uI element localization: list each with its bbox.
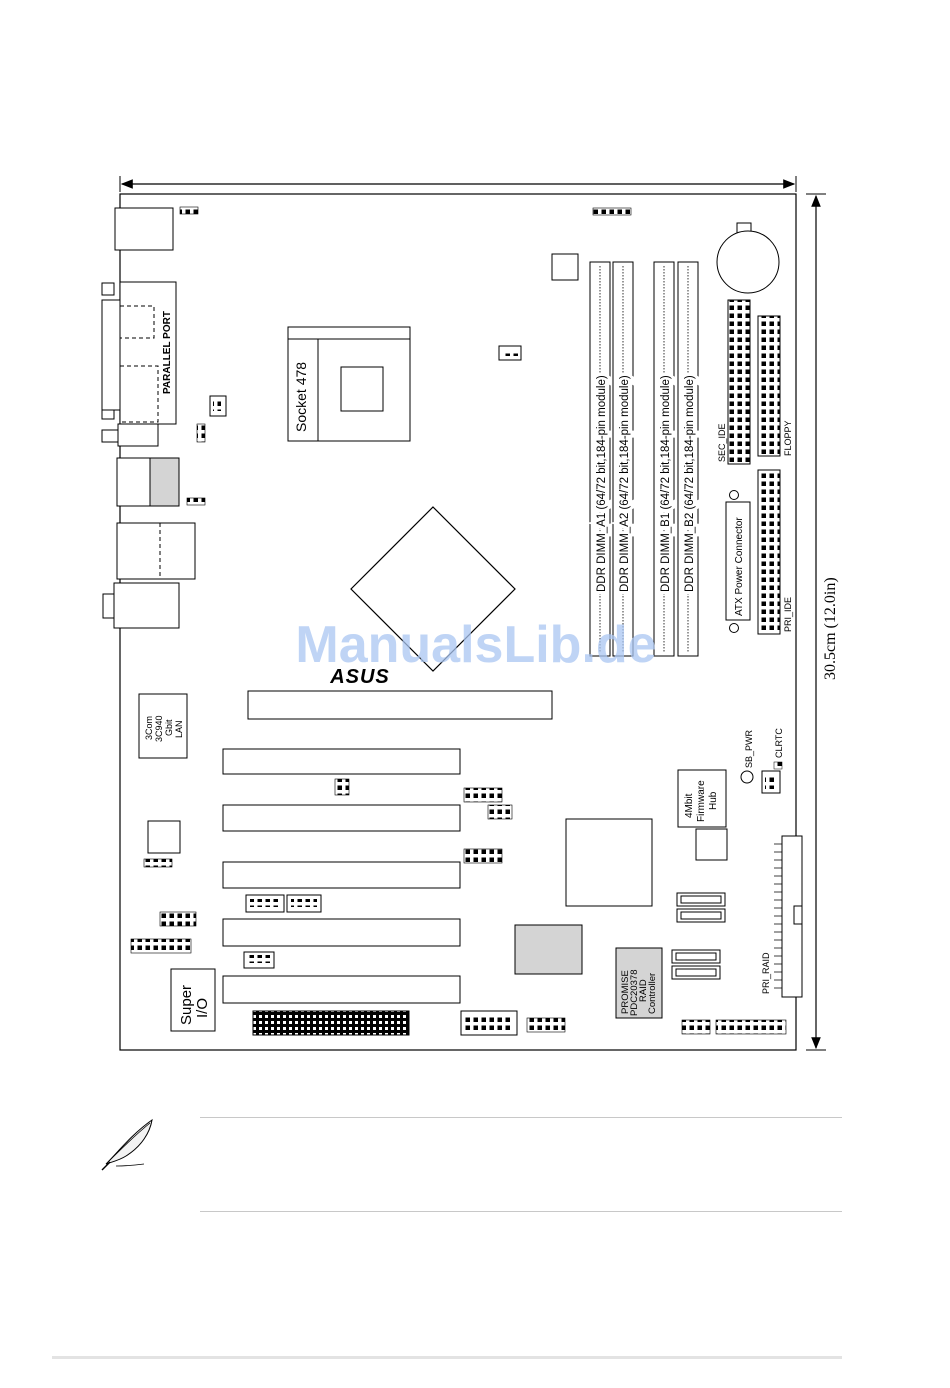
sec-ide-label: SEC_IDE (717, 423, 727, 462)
pri-ide-label: PRI_IDE (783, 597, 793, 632)
floppy-connector (757, 315, 781, 457)
raid-controller-chip (615, 947, 663, 1019)
dimm-slot-b2: DDR DIMM_B2 (64/72 bit,184-pin module) (677, 261, 699, 657)
pci-slot-4 (222, 918, 461, 947)
dimension-label: 30.5cm (12.0in) (822, 577, 839, 680)
lan-port (116, 522, 196, 580)
northbridge-chip (350, 506, 516, 672)
firmware-hub (677, 769, 727, 828)
atx-power-label: ATX Power Connector (734, 517, 745, 616)
agp-slot (247, 690, 553, 720)
sec-ide-connector (727, 299, 751, 465)
dimm-b1-label: DDR DIMM_B1 (64/72 bit,184-pin module) (660, 375, 672, 592)
pci-slot-5 (222, 975, 461, 1004)
sb-pwr-label: SB_PWR (744, 729, 754, 768)
floppy-label: FLOPPY (783, 420, 793, 456)
pci-slot-2 (222, 804, 461, 832)
super-io-line-2: I/O (194, 998, 211, 1018)
dimm-slot-b1: DDR DIMM_B1 (64/72 bit,184-pin module) (653, 261, 675, 657)
firmware-hub-line-1: 4Mbit (684, 793, 695, 818)
super-io-chip (170, 968, 216, 1032)
raid-line-3: RAID (638, 979, 649, 1002)
ps2-port (114, 207, 174, 251)
ide-bottom-connector (252, 1010, 410, 1036)
clrtc-label: CLRTC (774, 728, 784, 758)
firmware-hub-line-3: Hub (708, 791, 719, 810)
lan-chip-line-3: Gbit (164, 719, 174, 736)
page-bottom-rule (52, 1356, 842, 1359)
lan-chip-line-2: 3C940 (154, 715, 164, 742)
lan-chip-line-4: LAN (174, 720, 184, 738)
lan-chip-line-1: 3Com (144, 716, 154, 740)
audio-port (113, 582, 180, 629)
note-top-rule (200, 1117, 842, 1118)
atx-power-connector (725, 501, 751, 621)
pri-ide-connector (757, 469, 781, 635)
asus-logo: ASUS (329, 666, 390, 688)
dimm-slot-a1: DDR DIMM_A1 (64/72 bit,184-pin module) (589, 261, 611, 657)
feather-quill-icon (101, 1118, 153, 1171)
dimm-a1-label: DDR DIMM_A1 (64/72 bit,184-pin module) (596, 375, 608, 592)
note-bottom-rule (200, 1211, 842, 1212)
firmware-hub-line-2: Firmware (696, 780, 707, 822)
dimm-slot-a2: DDR DIMM_A2 (64/72 bit,184-pin module) (612, 261, 634, 657)
lan-chip (138, 693, 188, 759)
pci-slot-1 (222, 748, 461, 775)
pri-raid-label: PRI_RAID (761, 952, 771, 994)
raid-line-1: PROMISE (620, 970, 631, 1014)
dimm-a2-label: DDR DIMM_A2 (64/72 bit,184-pin module) (619, 375, 631, 592)
super-io-line-1: Super (178, 985, 195, 1025)
socket-label: Socket 478 (293, 362, 309, 432)
sb-pwr-led (740, 770, 754, 784)
audio-codec-chip (514, 924, 583, 975)
cmos-battery (716, 230, 780, 294)
dimm-b2-label: DDR DIMM_B2 (64/72 bit,184-pin module) (684, 375, 696, 592)
raid-line-4: Controller (647, 973, 658, 1014)
raid-line-2: PDC20378 (629, 970, 640, 1016)
parallel-port-label: PARALLEL PORT (162, 311, 173, 394)
pci-slot-3 (222, 861, 461, 889)
southbridge-chip (565, 818, 653, 907)
watermark-text: ManualsLib.de (295, 616, 656, 674)
